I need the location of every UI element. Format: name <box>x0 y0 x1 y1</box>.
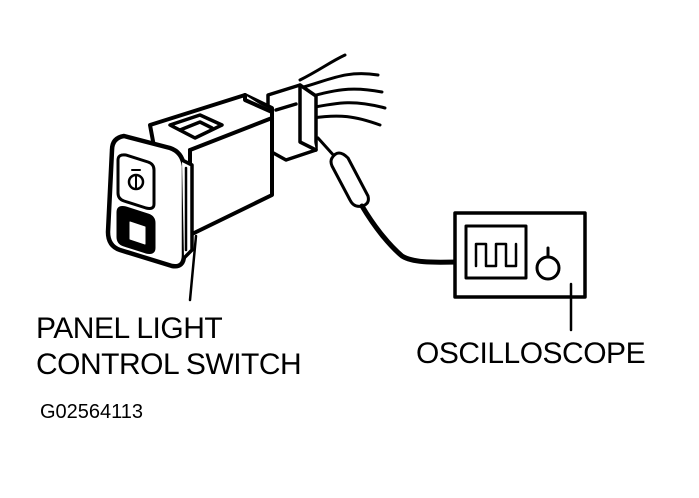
oscilloscope <box>453 211 587 299</box>
wire-connector <box>266 83 318 162</box>
dimmer-button-lower <box>116 206 156 254</box>
dimmer-button-upper <box>116 153 156 210</box>
probe-cable <box>359 203 463 265</box>
label-control-switch: CONTROL SWITCH <box>36 348 302 381</box>
probe <box>316 136 370 208</box>
label-oscilloscope: OSCILLOSCOPE <box>416 337 646 370</box>
figure-id: G02564113 <box>40 401 144 423</box>
label-panel-light: PANEL LIGHT <box>36 312 223 345</box>
latch-tab <box>168 113 224 140</box>
leader-line-switch <box>188 234 198 302</box>
